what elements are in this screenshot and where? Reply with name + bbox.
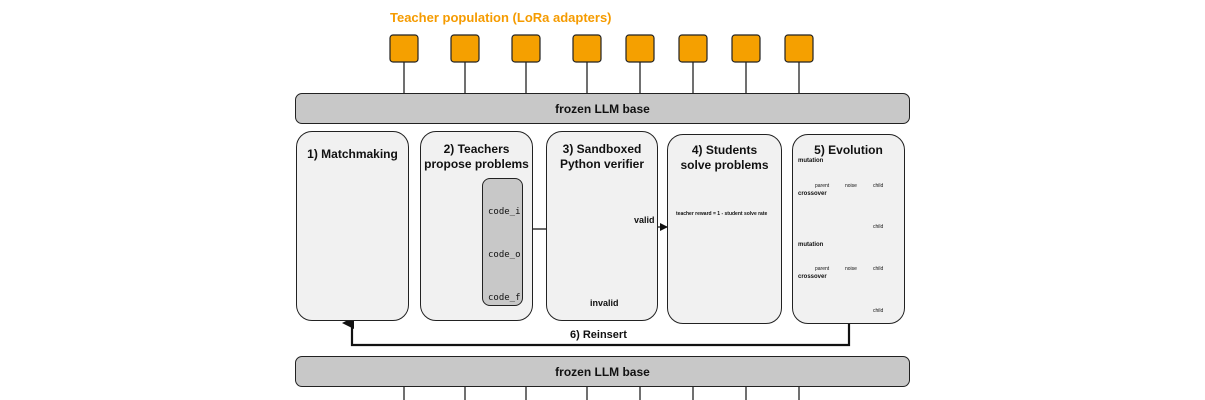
reinsert-loop-arrow [342,317,851,347]
frozen-llm-base-bottom: frozen LLM base [295,356,910,387]
teacher-square [450,34,480,63]
invalid-label: invalid [590,298,619,308]
reinsert-label: 6) Reinsert [570,329,627,341]
teacher-population-row [389,34,814,94]
valid-label: valid [634,215,655,225]
evo-child-label-3: child [873,266,884,272]
evo-child-label-2: child [873,224,884,230]
teacher-square [678,34,708,63]
bottom-stub-lines [403,387,800,400]
teacher-square [572,34,602,63]
evo-child-label-4: child [873,308,884,314]
stage-students-title-2: solve problems [680,158,769,172]
teacher-square [731,34,761,63]
stage-verifier-title-2: Python verifier [559,157,645,171]
code-label-i: code_i [488,207,521,217]
stage-evolution: 5) Evolution [792,134,905,324]
code-panel [482,178,523,306]
evo-noise-label-1: noise [845,183,857,189]
code-label-f: code_f [488,293,521,303]
evo-mutation-label-2: mutation [798,242,824,248]
evo-parent-label-1: parent [815,183,830,189]
stage-matchmaking-title: 1) Matchmaking [307,147,398,161]
stage-verifier-title-1: 3) Sandboxed [562,142,642,156]
stage-teachers-title-2: propose problems [424,157,529,171]
evo-noise-label-2: noise [845,266,857,272]
stage-matchmaking: 1) Matchmaking [296,131,409,321]
code-label-o: code_o [488,250,521,260]
evo-child-label-1: child [873,183,884,189]
stage-evolution-title: 5) Evolution [814,143,883,157]
frozen-llm-base-top: frozen LLM base [295,93,910,124]
teacher-square [784,34,814,63]
teacher-square [625,34,655,63]
reinsert-graphics [342,317,851,347]
stage-verifier: 3) Sandboxed Python verifier [546,131,658,321]
evo-parent-label-2: parent [815,266,830,272]
evo-crossover-label-1: crossover [798,191,827,197]
evo-mutation-label-1: mutation [798,158,824,164]
teacher-square [389,34,419,63]
teacher-square [511,34,541,63]
stage-students: 4) Students solve problems [667,134,782,324]
stage-students-title-1: 4) Students [691,143,758,157]
evo-crossover-label-2: crossover [798,274,827,280]
stage-teachers-title-1: 2) Teachers [443,142,510,156]
population-title: Teacher population (LoRa adapters) [390,10,612,25]
reward-label: teacher reward = 1 - student solve rate [675,211,769,217]
